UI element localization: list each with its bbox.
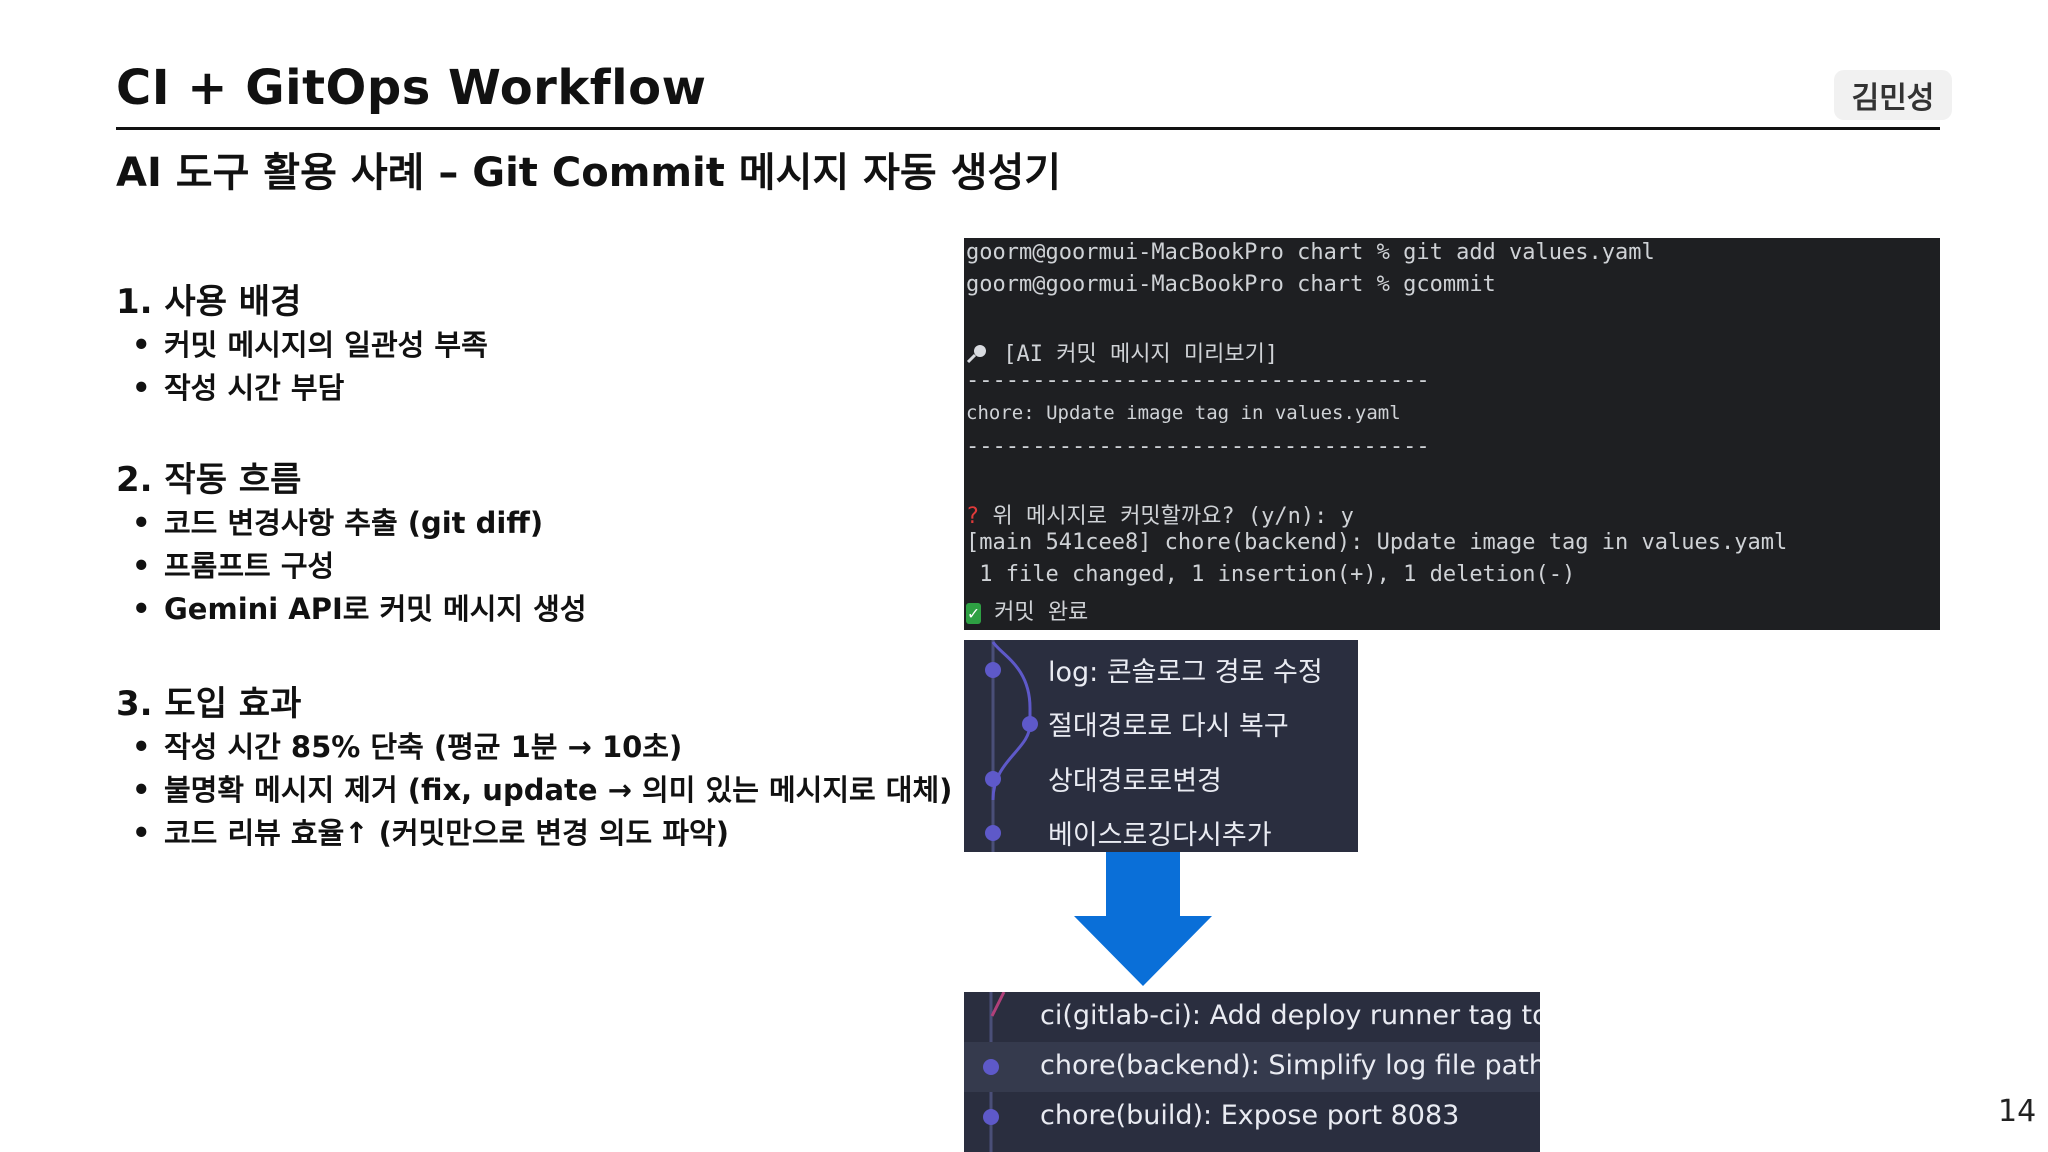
- red-question-icon: ?: [966, 504, 980, 529]
- title-divider: [116, 127, 1940, 130]
- commit-node: [985, 771, 1001, 787]
- section-list-effects: 작성 시간 85% 단축 (평균 1분 → 10초) 불명확 메시지 제거 (f…: [132, 726, 952, 855]
- terminal-separator: -----------------------------------: [966, 368, 1430, 393]
- page-title: CI + GitOps Workflow: [116, 60, 707, 116]
- commit-message: 절대경로로 다시 복구: [1048, 711, 1289, 742]
- commit-node: [983, 1109, 999, 1125]
- commit-node: [985, 662, 1001, 678]
- terminal-text: [AI 커밋 메시지 미리보기]: [1003, 342, 1279, 367]
- list-item: 작성 시간 부담: [132, 367, 488, 410]
- commit-row-selected[interactable]: chore(backend): Simplify log file paths: [964, 1042, 1540, 1092]
- list-item: 코드 변경사항 추출 (git diff): [132, 502, 587, 545]
- commit-message: ci(gitlab-ci): Add deploy runner tag to …: [1040, 1000, 1540, 1031]
- section-heading-workflow: 2. 작동 흐름: [116, 460, 302, 500]
- commit-row[interactable]: chore(build): Expose port 8083: [964, 1092, 1540, 1142]
- list-item: 커밋 메시지의 일관성 부족: [132, 324, 488, 367]
- terminal-line-prompt: ? 위 메시지로 커밋할까요? (y/n): y: [966, 498, 1354, 530]
- commit-message: chore(backend): Simplify log file paths: [1040, 1050, 1540, 1081]
- terminal-text: 커밋 완료: [994, 600, 1089, 625]
- terminal-separator: -----------------------------------: [966, 434, 1430, 459]
- section-heading-background: 1. 사용 배경: [116, 282, 302, 322]
- page-number: 14: [1998, 1094, 2037, 1129]
- green-check-icon: ✓: [966, 603, 981, 624]
- after-commit-log: ci(gitlab-ci): Add deploy runner tag to …: [964, 992, 1540, 1152]
- commit-message: log: 콘솔로그 경로 수정: [1048, 657, 1323, 688]
- commit-node: [1022, 716, 1038, 732]
- page-subtitle: AI 도구 활용 사례 – Git Commit 메시지 자동 생성기: [116, 150, 1062, 196]
- author-badge: 김민성: [1834, 70, 1952, 120]
- down-arrow-icon: [1074, 852, 1212, 986]
- list-item: 코드 리뷰 효율↑ (커밋만으로 변경 의도 파악): [132, 812, 952, 855]
- commit-row[interactable]: 베이스로깅다시추가: [964, 813, 1358, 852]
- terminal-line: 1 file changed, 1 insertion(+), 1 deleti…: [966, 562, 1576, 587]
- terminal-line: goorm@goormui-MacBookPro chart % git add…: [966, 240, 1655, 265]
- list-item: Gemini API로 커밋 메시지 생성: [132, 588, 587, 631]
- commit-row[interactable]: ci(gitlab-ci): Add deploy runner tag to …: [964, 992, 1540, 1042]
- list-item: 작성 시간 85% 단축 (평균 1분 → 10초): [132, 726, 952, 769]
- commit-row[interactable]: 절대경로로 다시 복구: [964, 704, 1358, 744]
- terminal-line: goorm@goormui-MacBookPro chart % gcommit: [966, 272, 1496, 297]
- section-heading-effects: 3. 도입 효과: [116, 684, 302, 724]
- commit-row[interactable]: 상대경로로변경: [964, 759, 1358, 799]
- commit-node: [983, 1059, 999, 1075]
- commit-message: 베이스로깅다시추가: [1048, 820, 1272, 851]
- list-item: 프롬프트 구성: [132, 545, 587, 588]
- terminal-window: goorm@goormui-MacBookPro chart % git add…: [964, 238, 1940, 630]
- commit-row[interactable]: log: 콘솔로그 경로 수정: [964, 650, 1358, 690]
- terminal-line: [main 541cee8] chore(backend): Update im…: [966, 530, 1788, 555]
- commit-message: 상대경로로변경: [1048, 766, 1222, 797]
- commit-message: chore(build): Expose port 8083: [1040, 1100, 1460, 1131]
- list-item: 불명확 메시지 제거 (fix, update → 의미 있는 메시지로 대체): [132, 769, 952, 812]
- terminal-line-preview: [AI 커밋 메시지 미리보기]: [966, 336, 1278, 368]
- terminal-line-done: ✓ 커밋 완료: [966, 594, 1088, 626]
- commit-node: [985, 825, 1001, 841]
- section-list-workflow: 코드 변경사항 추출 (git diff) 프롬프트 구성 Gemini API…: [132, 502, 587, 631]
- section-list-background: 커밋 메시지의 일관성 부족 작성 시간 부담: [132, 324, 488, 410]
- terminal-text: 위 메시지로 커밋할까요? (y/n): y: [992, 504, 1354, 529]
- terminal-line-message: chore: Update image tag in values.yaml: [966, 402, 1401, 424]
- before-commit-log: log: 콘솔로그 경로 수정 절대경로로 다시 복구 상대경로로변경 베이스로…: [964, 640, 1358, 852]
- magnifier-icon: [966, 345, 986, 364]
